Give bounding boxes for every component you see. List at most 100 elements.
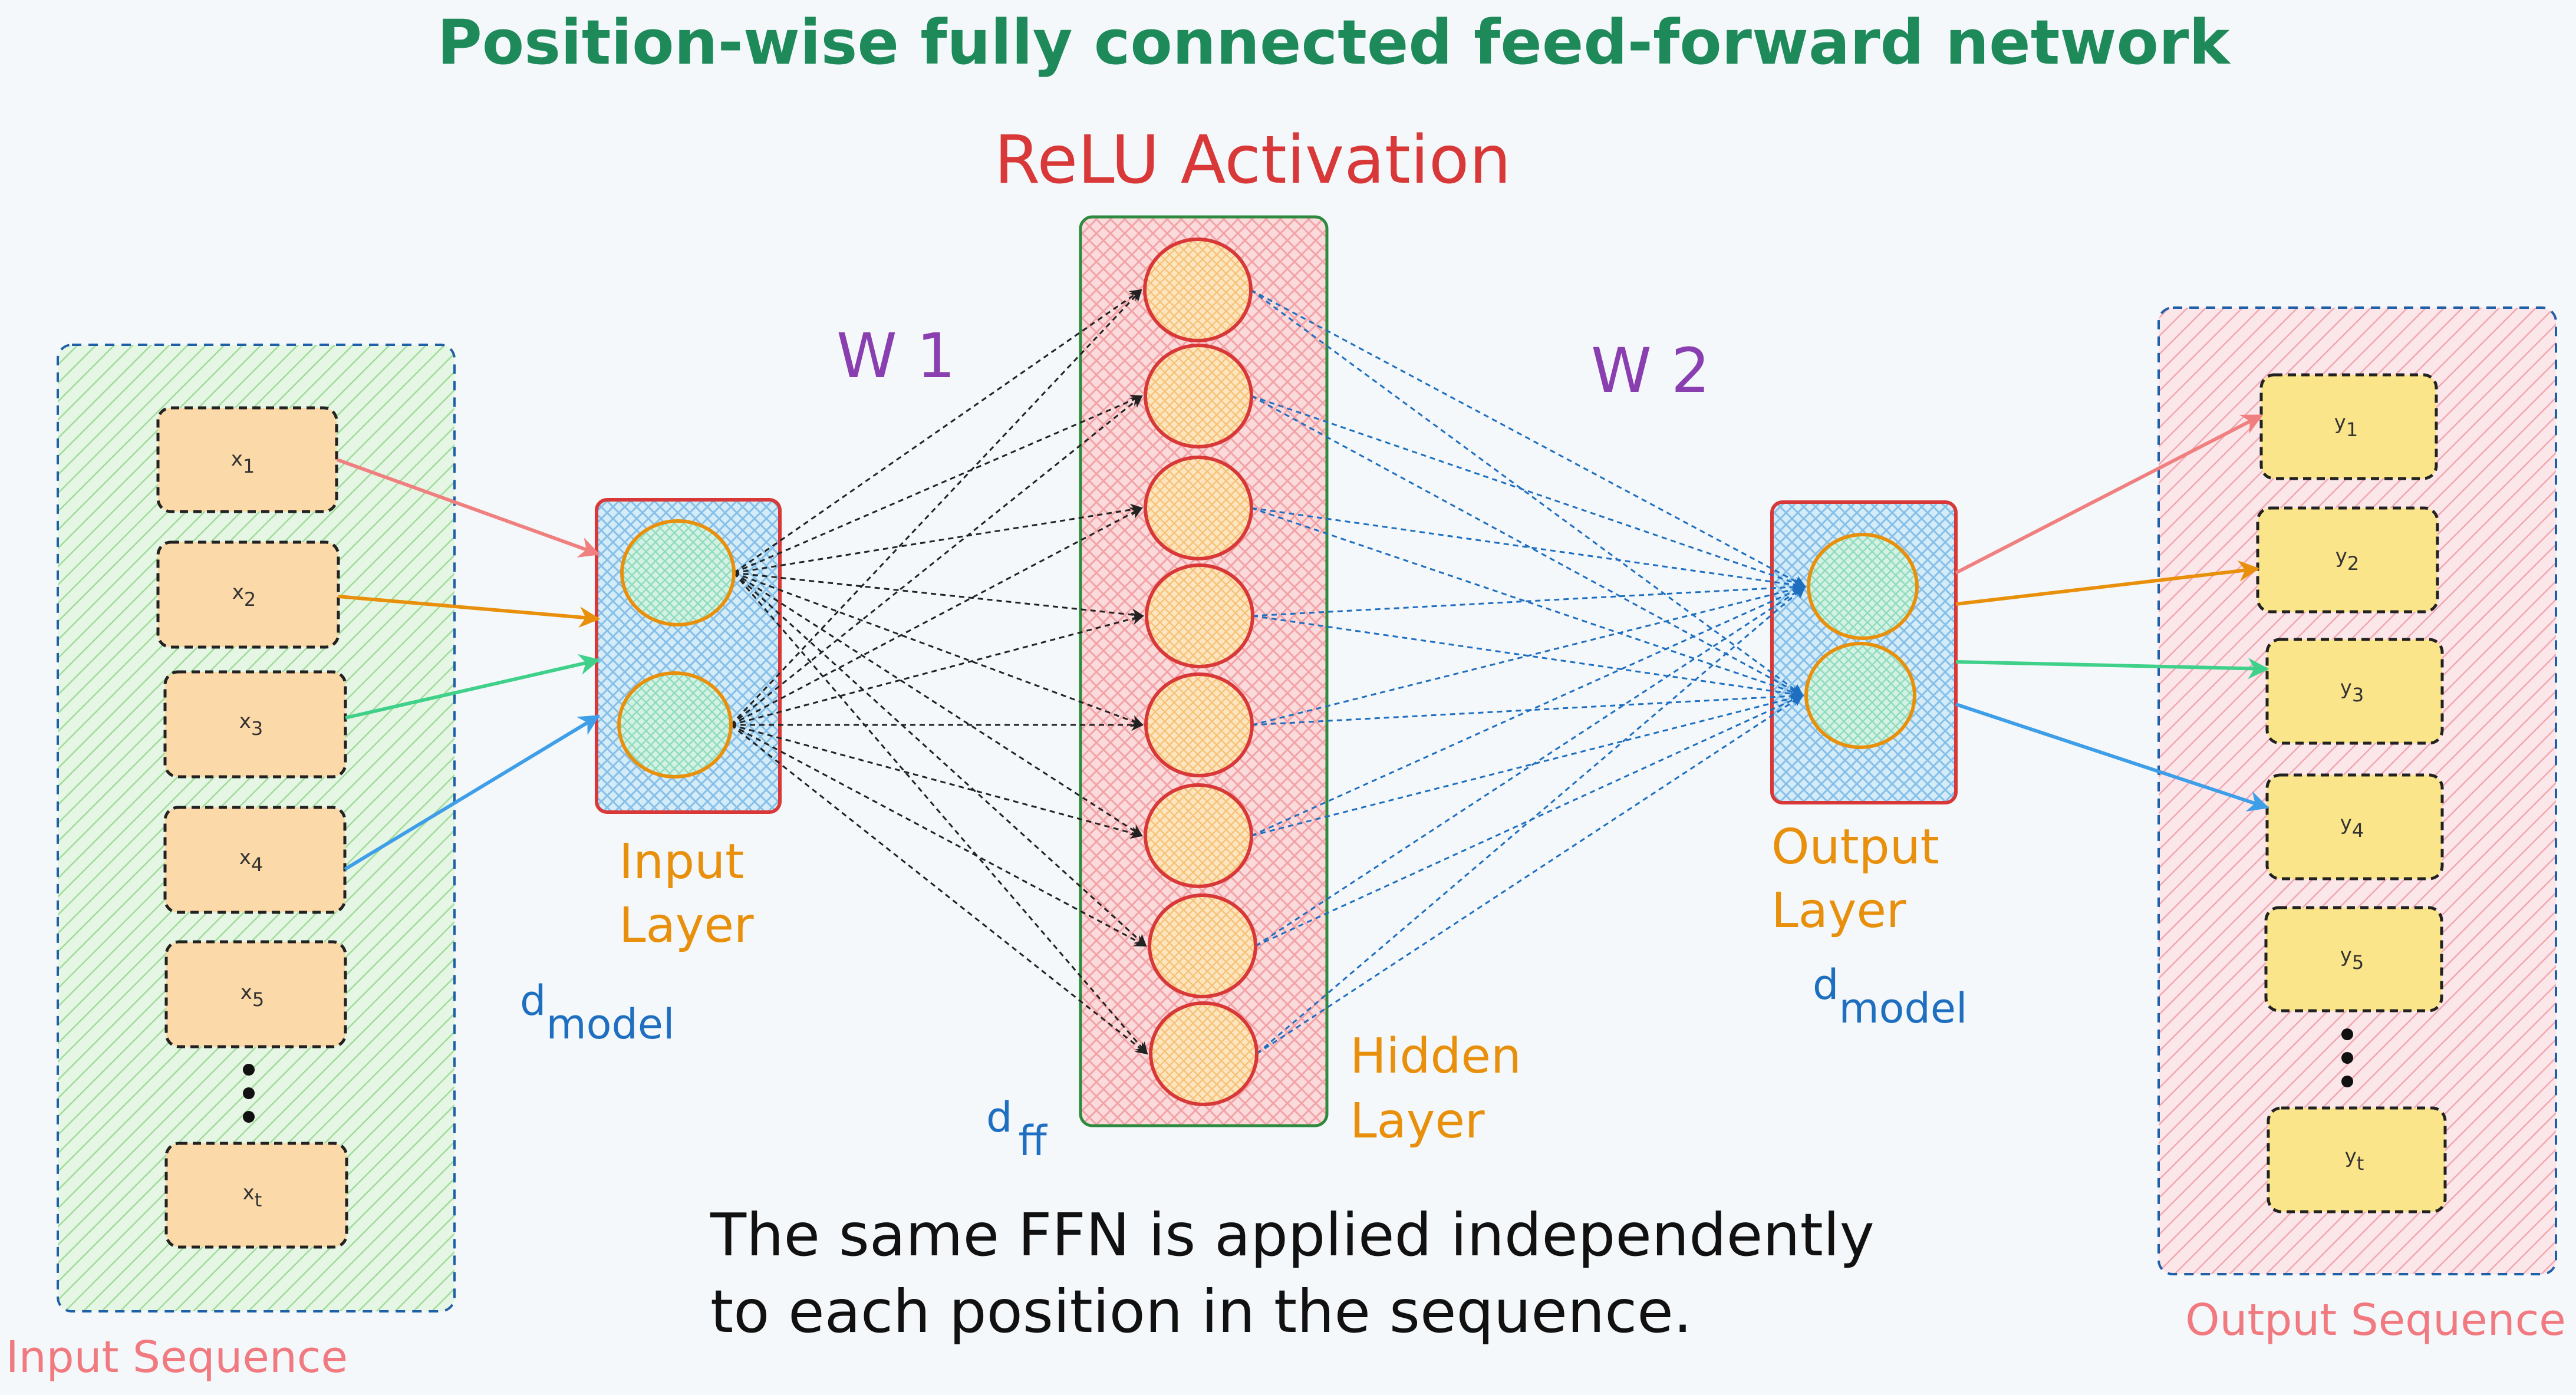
output-dim-main: d [1813, 961, 1839, 1009]
output-item-main: y [2340, 812, 2352, 835]
input-dim-main: d [520, 977, 546, 1025]
w1-edge [730, 724, 1147, 947]
w1-edge [733, 572, 1147, 947]
diagram-title: Position-wise fully connected feed-forwa… [437, 6, 2232, 78]
input-neurons [617, 519, 736, 779]
input-item-sub: t [255, 1189, 262, 1211]
input-to-layer-arrows [336, 458, 601, 871]
w2-label: W 2 [1591, 335, 1710, 407]
caption: The same FFN is applied independently to… [710, 1201, 1893, 1346]
hidden-neuron [1144, 456, 1253, 560]
svg-text:y5: y5 [2340, 944, 2364, 974]
output-item-y1: y1 [2259, 373, 2438, 480]
svg-text:y3: y3 [2340, 676, 2364, 706]
input-item-sub: 2 [244, 588, 256, 611]
input-item-sub: 3 [251, 717, 263, 740]
arrow-x2 [338, 595, 601, 628]
output-item-y4: y4 [2265, 773, 2444, 880]
relu-activation-label: ReLU Activation [994, 122, 1511, 199]
output-item-main: y [2345, 1145, 2357, 1168]
input-layer-label-line1: Input [619, 834, 744, 890]
svg-text:xt: xt [243, 1181, 262, 1211]
input-item-main: x [239, 710, 251, 733]
w1-edge [730, 395, 1143, 726]
output-layer-label-line1: Output [1771, 819, 1939, 875]
hidden-neuron [1148, 893, 1257, 998]
output-items: y1 y2 y3 y4 y5 [2256, 373, 2447, 1213]
w2-edge [1255, 585, 1806, 947]
hidden-neuron [1144, 344, 1253, 448]
input-item-sub: 1 [243, 455, 255, 477]
w2-edge [1251, 585, 1806, 837]
output-layer-label: Output Layer [1771, 819, 1955, 939]
output-item-sub: 4 [2352, 819, 2364, 842]
svg-text:y2: y2 [2335, 545, 2359, 575]
hidden-layer-label-line2: Layer [1350, 1093, 1485, 1149]
input-item-x3: x3 [163, 670, 347, 779]
output-item-y2: y2 [2256, 506, 2439, 614]
input-item-main: x [232, 581, 244, 604]
svg-text:y1: y1 [2334, 411, 2358, 441]
input-layer-label: Input Layer [619, 834, 759, 954]
w1-edge [730, 724, 1148, 1055]
hidden-layer-label-line1: Hidden [1350, 1028, 1521, 1084]
svg-text:y4: y4 [2340, 812, 2364, 842]
w1-edge [733, 572, 1145, 621]
w2-edge [1252, 581, 1807, 617]
hidden-neuron [1149, 1001, 1259, 1106]
output-item-yt: yt [2267, 1106, 2447, 1213]
w2-edge [1251, 507, 1807, 591]
output-dim-sub: model [1839, 984, 1967, 1033]
output-layer-label-line2: Layer [1771, 883, 1906, 939]
w1-label: W 1 [836, 320, 956, 392]
input-layer-label-line2: Layer [619, 898, 754, 954]
input-ellipsis [243, 1064, 255, 1123]
input-item-main: x [239, 846, 251, 869]
w2-edge [1256, 585, 1806, 1055]
w2-edge [1256, 694, 1804, 1055]
w1-edge [733, 572, 1148, 1055]
svg-text:yt: yt [2345, 1145, 2364, 1175]
caption-line1: The same FFN is applied independently [710, 1201, 1875, 1269]
w1-connections [730, 289, 1148, 1055]
caption-line2: to each position in the sequence. [710, 1277, 1692, 1346]
input-item-main: x [231, 447, 243, 471]
input-item-sub: 4 [251, 853, 263, 876]
arrow-x3 [345, 654, 601, 720]
output-neuron [1807, 533, 1919, 640]
input-item-x4: x4 [163, 806, 347, 914]
input-item-xt: xt [164, 1142, 348, 1249]
w2-edge [1251, 690, 1804, 726]
input-items: x1 x2 x3 x4 x5 [156, 406, 348, 1249]
input-sequence-label: Input Sequence [6, 1332, 348, 1383]
output-item-sub: 5 [2352, 951, 2364, 974]
input-dim-label: dmodel [520, 977, 674, 1048]
hidden-layer-box [1079, 215, 1329, 1127]
output-ellipsis [2341, 1028, 2353, 1087]
arrow-y3 [1955, 658, 2269, 680]
input-item-sub: 5 [252, 988, 264, 1011]
output-neuron [1804, 642, 1916, 749]
output-item-y3: y3 [2265, 638, 2444, 745]
input-item-x5: x5 [164, 940, 347, 1048]
output-item-main: y [2334, 411, 2346, 434]
output-neurons [1804, 533, 1919, 749]
arrow-x4 [344, 714, 601, 871]
w2-edge [1255, 694, 1804, 947]
w2-edge [1250, 289, 1806, 588]
output-dim-label: dmodel [1813, 961, 1967, 1033]
w2-edge [1251, 507, 1804, 698]
w1-edge [730, 612, 1145, 726]
svg-text:x5: x5 [241, 981, 264, 1011]
input-item-x1: x1 [156, 406, 338, 513]
w1-edge [733, 394, 1143, 574]
output-item-sub: t [2357, 1152, 2364, 1175]
input-item-main: x [243, 1181, 255, 1205]
hidden-neurons [1143, 238, 1259, 1106]
svg-text:x1: x1 [231, 447, 255, 477]
w2-edge [1251, 583, 1807, 726]
svg-text:x2: x2 [232, 581, 256, 611]
arrow-y4 [1955, 703, 2269, 812]
arrow-y1 [1955, 414, 2264, 575]
